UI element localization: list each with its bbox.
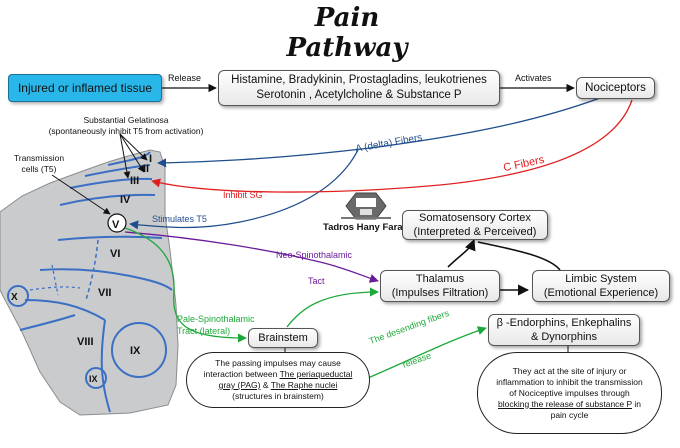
inhibit-line-5: pain cycle — [550, 409, 589, 420]
transmission-cells-label: Transmission cells (T5) — [6, 153, 72, 175]
pag-abbrev: gray (PAG) — [218, 380, 261, 390]
chemicals-line-2: Serotonin , Acetylcholine & Substance P — [256, 89, 462, 101]
substantia-gelatinosa-label: Substantial Gelatinosa (spontaneously in… — [46, 115, 206, 137]
logo-text: Tadros Hany FaraH — [323, 222, 410, 233]
transmission-line-2: cells (T5) — [21, 164, 57, 174]
endorphins-line-1: β -Endorphins, Enkephalins — [496, 317, 632, 329]
lamina-label-8: VIII — [77, 336, 94, 348]
substantia-line-1: Substantial Gelatinosa — [83, 115, 169, 125]
lamina-label-9-small: IX — [89, 374, 98, 384]
pag-raphe-note: The passing impulses may cause interacti… — [186, 352, 370, 408]
chemical-mediators-box: Histamine, Bradykinin, Prostagladins, le… — [218, 70, 500, 106]
thalamus-line-2: (Impulses Filtration) — [391, 287, 489, 299]
nociceptors-box: Nociceptors — [576, 77, 655, 99]
inhibit-line-1: They act at the site of injury or — [512, 365, 627, 376]
limbic-line-2: (Emotional Experience) — [543, 287, 659, 299]
pag-ampersand: & — [260, 380, 271, 390]
spinal-cord-section: I II III IV V VI VII VIII IX X IX — [0, 149, 179, 416]
lamina-label-1: I — [149, 153, 152, 165]
endorphins-box: β -Endorphins, Enkephalins & Dynorphins — [488, 314, 640, 346]
pag-line-1: The passing impulses may cause — [215, 358, 341, 368]
author-logo — [341, 192, 391, 220]
somatosensory-line-2: (Interpreted & Perceived) — [413, 226, 537, 238]
chemicals-line-1: Histamine, Bradykinin, Prostagladins, le… — [231, 74, 487, 86]
release-label: Release — [168, 73, 202, 83]
brainstem-box: Brainstem — [248, 328, 318, 348]
inhibit-underlined-text: blocking the release of substance P — [497, 398, 633, 409]
inhibit-line-2: inflammation to inhibit the transmission — [496, 376, 643, 387]
injured-tissue-box: Injured or inflamed tissue — [8, 74, 162, 102]
raphe-nuclei-name: The Raphe nuclei — [270, 380, 338, 390]
inhibit-line-3: of Nociceptive impulses through — [509, 387, 630, 398]
neo-spinothalamic-label: Neo-Spinothalamic — [276, 250, 353, 260]
pag-line-3: gray (PAG) & The Raphe nuclei — [219, 380, 338, 391]
inhibit-line-4-tail: in — [632, 398, 642, 409]
lamina-label-5: V — [112, 219, 120, 231]
tact-label: Tact — [308, 276, 325, 286]
limbic-system-box: Limbic System (Emotional Experience) — [532, 270, 670, 302]
thalamus-line-1: Thalamus — [415, 273, 465, 285]
lamina-label-2: II — [143, 163, 149, 175]
somatosensory-cortex-box: Somatosensory Cortex (Interpreted & Perc… — [402, 210, 548, 240]
lamina-label-9: IX — [130, 345, 141, 357]
transmission-line-1: Transmission — [13, 153, 65, 163]
inhibit-line-4: blocking the release of substance P in — [498, 399, 641, 410]
pag-structure-name: The periaqueductal — [279, 369, 353, 379]
lamina-label-4: IV — [120, 194, 131, 206]
pag-line-2: interaction between The periaqueductal — [204, 369, 353, 380]
pag-line-2-text: interaction between — [203, 369, 280, 379]
activates-label: Activates — [515, 73, 552, 83]
thalamus-box: Thalamus (Impulses Filtration) — [380, 270, 500, 302]
lamina-label-7: VII — [98, 287, 111, 299]
substantia-line-2: (spontaneously inhibit T5 from activatio… — [48, 126, 204, 136]
pale-line-1: Pale-Spinothalamic — [177, 314, 255, 324]
lamina-label-6: VI — [110, 248, 120, 260]
somatosensory-line-1: Somatosensory Cortex — [419, 212, 531, 224]
endorphins-line-2: & Dynorphins — [530, 331, 598, 343]
pag-line-4: (structures in brainstem) — [232, 391, 324, 401]
inhibition-note: They act at the site of injury or inflam… — [477, 352, 662, 434]
pale-spinothalamic-label: Pale-Spinothalamic Tract (lateral) — [177, 313, 255, 337]
limbic-line-1: Limbic System — [565, 273, 637, 285]
page-title: Pain Pathway — [286, 3, 408, 63]
inhibit-sg-label: Inhibit SG — [223, 190, 263, 200]
lamina-label-3: III — [130, 175, 139, 187]
pale-line-2: Tract (lateral) — [177, 326, 231, 336]
lamina-label-10: X — [11, 292, 18, 303]
stimulates-t5-label: Stimulates T5 — [152, 214, 207, 224]
